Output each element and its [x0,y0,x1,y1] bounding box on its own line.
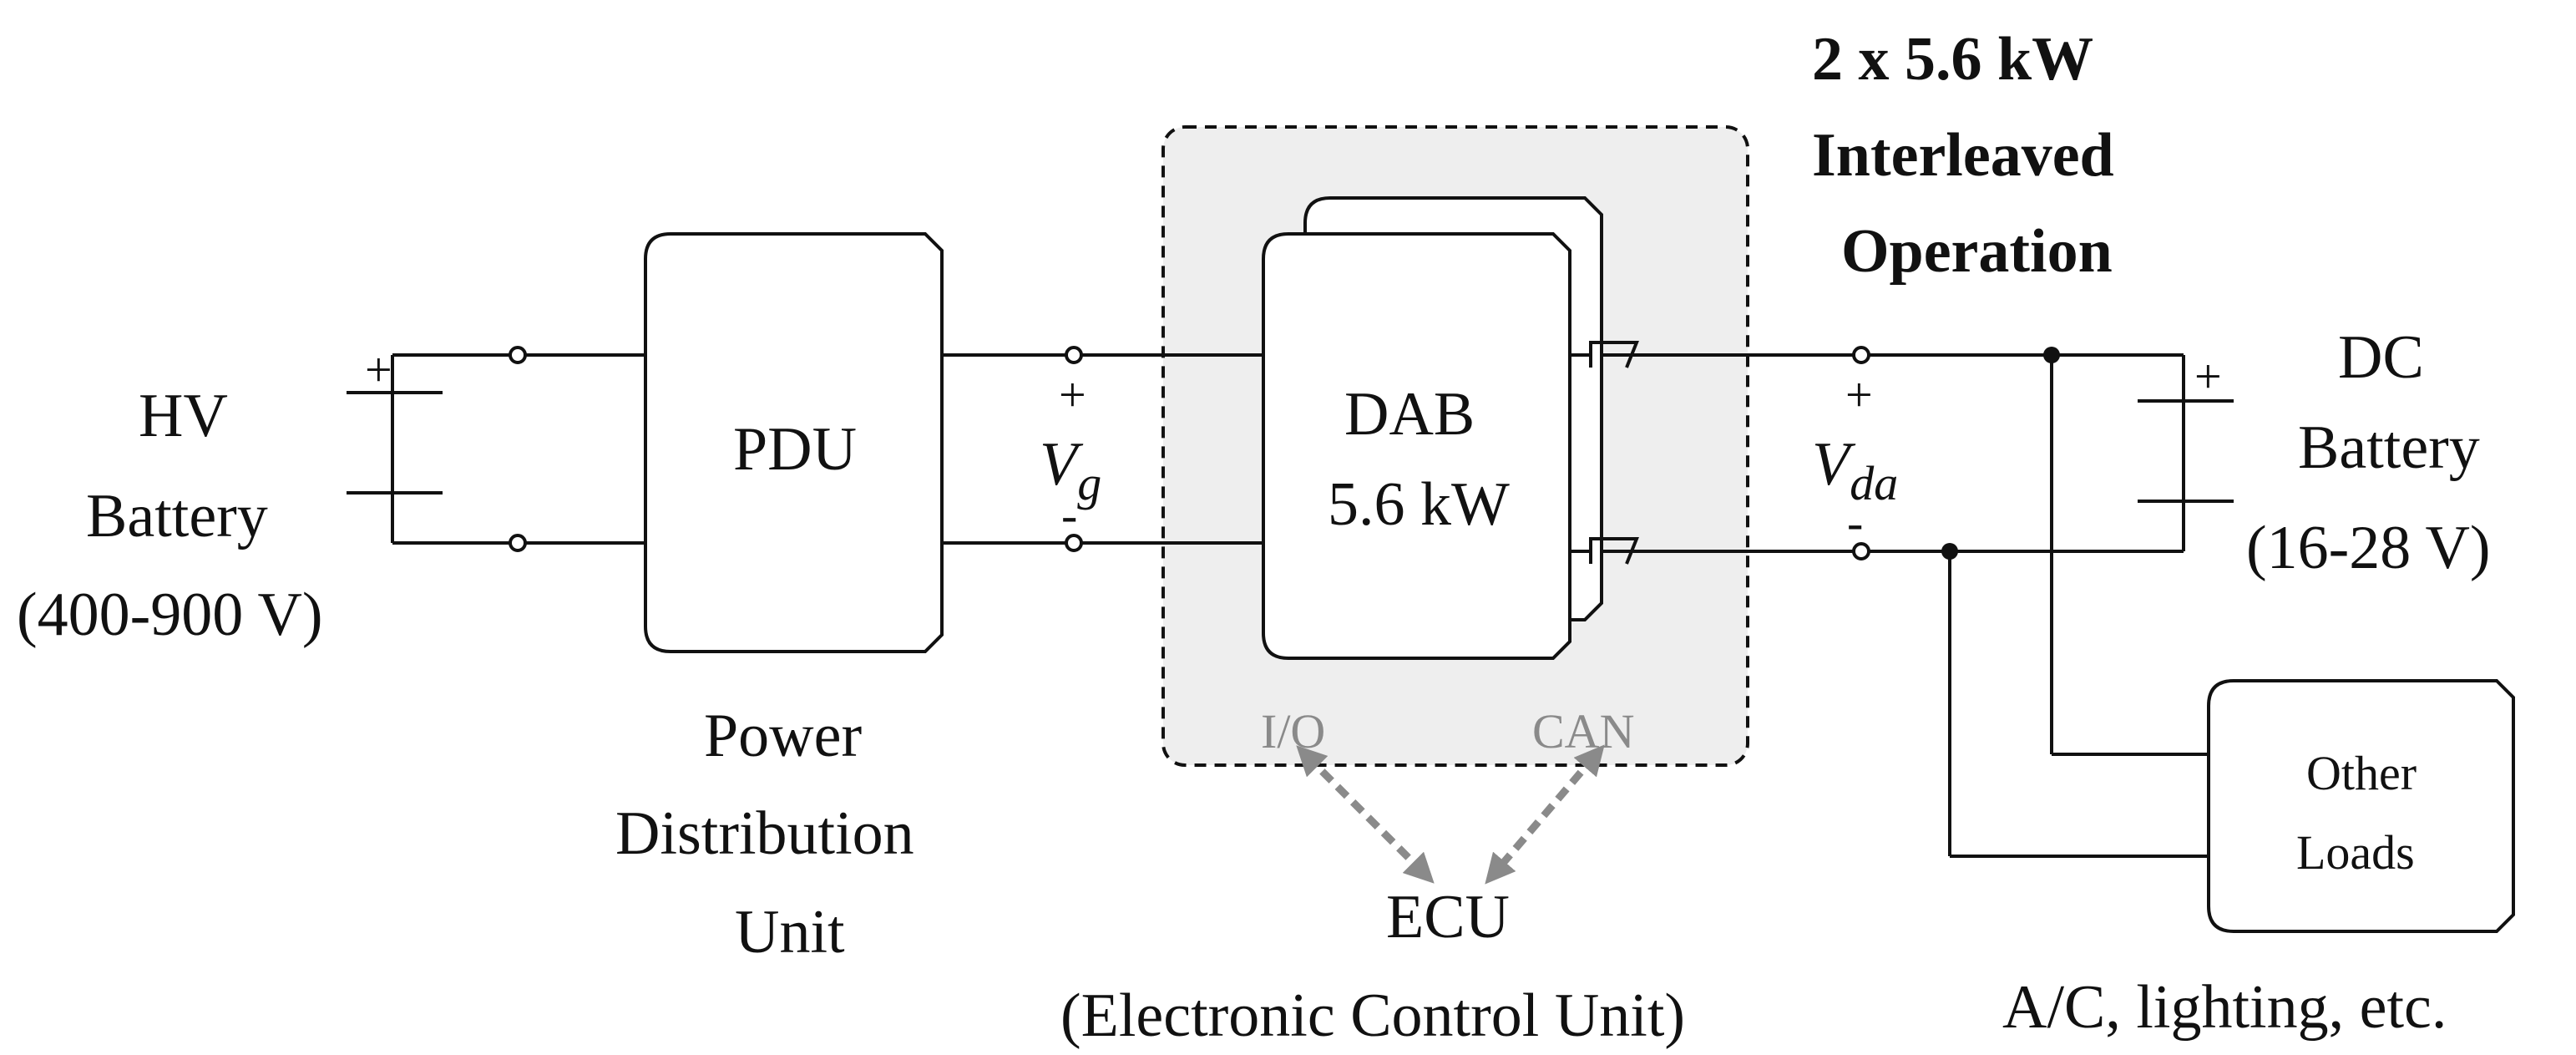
terminal-hv-top [509,346,527,364]
vg-subscript: g [1077,456,1101,510]
vda-subscript: da [1850,456,1898,510]
terminal-vg-top [1065,346,1083,364]
hv-battery-voltage: (400-900 V) [17,581,323,649]
vg-plus: + [1059,368,1086,422]
port-can: CAN [1532,704,1634,758]
pdu-label: PDU [733,415,857,484]
pdu-desc-3: Unit [735,898,845,966]
vda-minus: - [1847,495,1863,550]
dc-battery-symbol [2138,355,2234,551]
interleaved-line-2: Interleaved [1812,121,2114,190]
dab-power: 5.6 kW [1328,470,1510,539]
hv-battery-label-2: Battery [86,482,268,550]
other-loads-desc: A/C, lighting, etc. [2002,973,2447,1042]
ecu-desc: (Electronic Control Unit) [1060,981,1685,1050]
dc-battery-plus: + [2194,349,2222,403]
dab-output-connectors [1570,341,1854,565]
pdu-desc-2: Distribution [615,799,914,868]
dab-box-front [1262,232,1571,660]
dc-battery-label-2: Battery [2298,413,2480,482]
port-io: I/O [1261,704,1325,758]
interleaved-line-1: 2 x 5.6 kW [1812,25,2093,94]
dc-battery-label-1: DC [2338,323,2424,392]
vg-v: V [1040,430,1084,499]
dab-label: DAB [1344,380,1475,449]
vda-plus: + [1845,368,1873,422]
vg-minus: - [1061,488,1077,542]
arrow-io-ecu [1296,745,1435,884]
pdu-desc-1: Power [704,702,862,770]
hv-battery-plus: + [365,342,392,397]
terminal-vda-top [1852,346,1870,364]
interleaved-line-3: Operation [1841,217,2113,286]
other-loads-line-2: Loads [2296,825,2415,880]
ecu-label: ECU [1386,883,1510,951]
dc-battery-voltage: (16-28 V) [2246,514,2491,582]
pdu-box [644,232,944,653]
terminal-hv-bottom [509,534,527,552]
arrow-can-ecu [1485,744,1605,885]
vda-symbol: Vda [1812,430,1898,510]
hv-battery-symbol [347,353,518,545]
hv-battery-label-1: HV [139,382,228,450]
other-loads-box [2207,679,2515,933]
vg-symbol: Vg [1040,430,1101,510]
other-loads-line-1: Other [2306,746,2417,800]
vda-v: V [1812,430,1856,499]
